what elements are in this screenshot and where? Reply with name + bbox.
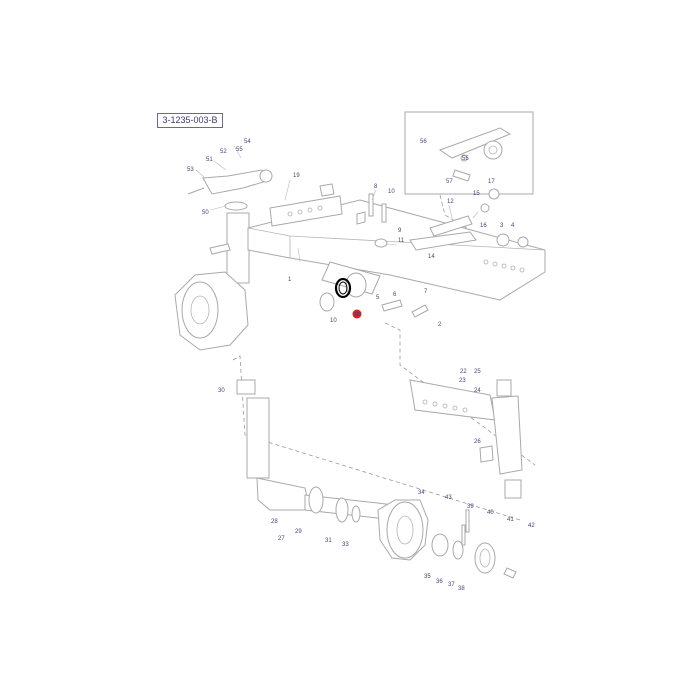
label-54: 54 xyxy=(244,139,251,145)
label-37: 37 xyxy=(448,582,455,588)
label-12: 12 xyxy=(447,199,454,205)
label-42: 42 xyxy=(528,523,535,529)
label-55: 55 xyxy=(236,147,243,153)
highlight-marker xyxy=(352,309,362,319)
label-55b: 55 xyxy=(462,156,469,162)
washer-10 xyxy=(319,292,335,312)
label-50: 50 xyxy=(202,210,209,216)
label-17: 17 xyxy=(488,179,495,185)
label-41: 41 xyxy=(507,517,514,523)
leader-lines xyxy=(195,145,479,263)
label-33: 33 xyxy=(342,542,349,548)
part-labels: 54 52 55 51 53 50 19 8 10 9 11 12 14 15 … xyxy=(187,139,535,592)
label-34: 34 xyxy=(418,490,425,496)
label-26: 26 xyxy=(474,439,481,445)
axle-beam xyxy=(247,195,546,301)
right-spindle xyxy=(409,379,523,499)
label-1: 1 xyxy=(288,277,292,283)
label-15: 15 xyxy=(473,191,480,197)
label-2: 2 xyxy=(438,322,442,328)
bolt-5 xyxy=(381,299,403,312)
upper-hardware xyxy=(319,183,529,248)
label-10: 10 xyxy=(388,189,395,195)
label-19: 19 xyxy=(293,173,300,179)
label-56: 56 xyxy=(420,139,427,145)
label-29: 29 xyxy=(295,529,302,535)
label-23: 23 xyxy=(459,378,466,384)
label-39: 39 xyxy=(467,504,474,510)
label-36: 36 xyxy=(436,579,443,585)
label-32: 32 xyxy=(354,312,360,318)
lower-spindle-assembly xyxy=(236,379,517,579)
bolt-7 xyxy=(411,304,429,318)
label-40: 40 xyxy=(487,510,494,516)
label-5: 5 xyxy=(376,295,380,301)
label-28: 28 xyxy=(271,519,278,525)
label-57: 57 xyxy=(446,179,453,185)
label-9: 9 xyxy=(398,228,402,234)
steering-arm-assembly xyxy=(174,169,273,351)
label-24: 24 xyxy=(474,388,481,394)
label-10b: 10 xyxy=(330,318,337,324)
reference-code: 3-1235-003-B xyxy=(157,113,223,128)
label-6: 6 xyxy=(393,292,397,298)
label-11: 11 xyxy=(398,238,405,244)
label-3: 3 xyxy=(500,223,504,229)
label-4: 4 xyxy=(511,223,515,229)
label-30: 30 xyxy=(218,388,225,394)
label-51: 51 xyxy=(206,157,213,163)
label-8: 8 xyxy=(374,184,378,190)
label-43: 43 xyxy=(445,495,452,501)
label-16: 16 xyxy=(480,223,487,229)
label-27: 27 xyxy=(278,536,285,542)
label-22: 22 xyxy=(460,369,467,375)
label-38: 38 xyxy=(458,586,465,592)
label-7: 7 xyxy=(424,289,428,295)
label-25: 25 xyxy=(474,369,481,375)
label-53: 53 xyxy=(187,167,194,173)
label-52: 52 xyxy=(220,149,227,155)
label-31: 31 xyxy=(325,538,332,544)
inset-detail xyxy=(404,111,534,195)
label-35: 35 xyxy=(424,574,431,580)
label-14: 14 xyxy=(428,254,435,260)
seal-ring-highlighted xyxy=(334,277,352,299)
